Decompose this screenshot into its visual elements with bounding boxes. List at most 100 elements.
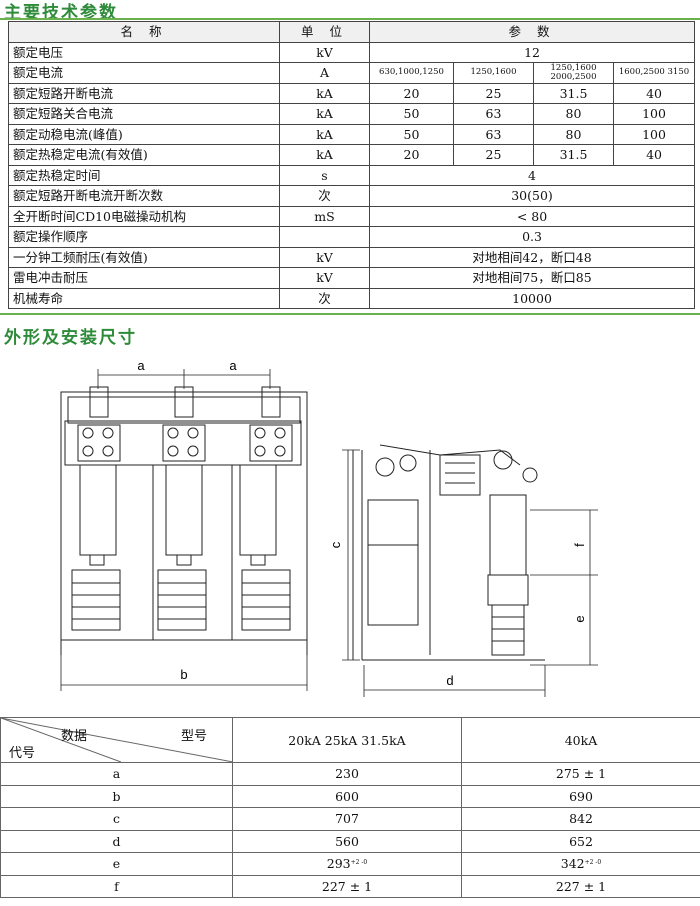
dim-label-d: d xyxy=(446,673,453,688)
row-value: 对地相间42，断口48 xyxy=(368,246,696,268)
row-value: 0.3 xyxy=(368,226,696,248)
side-view-breaker xyxy=(352,444,545,661)
spec-row: 额定操作顺序 0.3 xyxy=(8,226,696,248)
dim-label-b: b xyxy=(180,667,187,682)
dims-section-title: 外形及安装尺寸 xyxy=(4,328,137,348)
dim-label-c: c xyxy=(328,541,343,548)
header-data: 数据 xyxy=(61,729,88,744)
row-name: 额定热稳定时间 xyxy=(8,164,280,186)
dimension-drawing: a a b c d e f xyxy=(60,358,598,697)
row-unit: A xyxy=(279,62,370,84)
row-value: 30(50) xyxy=(368,185,696,207)
dim-label-e: e xyxy=(572,615,587,622)
row-unit: kV xyxy=(279,267,370,289)
row-value: 31.5 xyxy=(533,82,614,104)
row-value: 25 xyxy=(453,82,534,104)
header-col2: 40kA xyxy=(461,717,700,763)
row-unit: mS xyxy=(279,205,370,227)
table-row: b 600 690 xyxy=(0,784,700,808)
row-value: < 80 xyxy=(368,205,696,227)
section-divider xyxy=(0,313,700,315)
row-unit xyxy=(279,226,370,248)
row-value-2: 690 xyxy=(461,784,700,808)
header-name: 名 称 xyxy=(8,21,280,43)
header-unit: 单 位 xyxy=(279,21,370,43)
row-unit: 次 xyxy=(279,287,370,309)
pole-2 xyxy=(157,386,207,631)
row-value-2: 652 xyxy=(461,829,700,853)
row-value: 80 xyxy=(533,123,614,145)
front-view-breaker xyxy=(60,386,308,655)
row-value-2: 342+2 -0 xyxy=(461,852,700,876)
row-code: c xyxy=(0,807,233,831)
row-name: 额定电流 xyxy=(8,62,280,84)
row-value: 63 xyxy=(453,123,534,145)
tolerance: +2 -0 xyxy=(584,859,602,867)
row-unit: kV xyxy=(279,246,370,268)
dim-label-a: a xyxy=(137,358,145,373)
table-row: a 230 275 ± 1 xyxy=(0,762,700,786)
section-divider xyxy=(0,18,700,20)
row-value: 10000 xyxy=(368,287,696,309)
row-value-1: 707 xyxy=(232,807,462,831)
table-row: f 227 ± 1 227 ± 1 xyxy=(0,874,700,898)
row-value: 40 xyxy=(612,82,696,104)
row-unit: kA xyxy=(279,123,370,145)
table-row: c 707 842 xyxy=(0,807,700,831)
row-name: 额定动稳电流(峰值) xyxy=(8,123,280,145)
row-value-1: 227 ± 1 xyxy=(232,874,462,898)
row-name: 额定短路关合电流 xyxy=(8,103,280,125)
spec-row: 额定动稳电流(峰值) kA 50 63 80 100 xyxy=(8,123,696,145)
row-unit: kA xyxy=(279,103,370,125)
row-value-2: 842 xyxy=(461,807,700,831)
row-value: 1250,1600 2000,2500 xyxy=(533,62,614,84)
table-row: e 293+2 -0 342+2 -0 xyxy=(0,852,700,876)
value: 342 xyxy=(560,856,585,872)
row-value: 20 xyxy=(369,144,454,166)
row-unit: 次 xyxy=(279,185,370,207)
pole-3 xyxy=(239,386,293,631)
row-value: 100 xyxy=(612,123,696,145)
row-value: 31.5 xyxy=(533,144,614,166)
row-value: 1250,1600 xyxy=(453,62,534,84)
row-value: 63 xyxy=(453,103,534,125)
spec-row: 全开断时间CD10电磁操动机构 mS < 80 xyxy=(8,205,696,227)
row-value-2: 275 ± 1 xyxy=(461,762,700,786)
row-code: e xyxy=(0,852,233,876)
value: 293 xyxy=(326,856,351,872)
row-name: 额定短路开断电流 xyxy=(8,82,280,104)
diagonal-lines xyxy=(1,718,233,762)
spec-row: 额定短路开断电流开断次数 次 30(50) xyxy=(8,185,696,207)
side-dimension-lines xyxy=(342,449,598,697)
dim-diagonal-header: 数据 型号 代号 xyxy=(0,717,233,763)
dim-header-row: 数据 型号 代号 20kA 25kA 31.5kA 40kA xyxy=(0,717,700,763)
row-value: 50 xyxy=(369,123,454,145)
header-code: 代号 xyxy=(9,746,36,761)
row-name: 额定操作顺序 xyxy=(8,226,280,248)
row-value-1: 293+2 -0 xyxy=(232,852,462,876)
row-value: 80 xyxy=(533,103,614,125)
row-code: d xyxy=(0,829,233,853)
row-name: 全开断时间CD10电磁操动机构 xyxy=(8,205,280,227)
row-value: 630,1000,1250 xyxy=(369,62,454,84)
spec-table: 名 称 单 位 参 数 额定电压 kV 12 额定电流 A 630,1000,1… xyxy=(8,21,696,309)
row-name: 额定电压 xyxy=(8,41,280,63)
row-unit: kA xyxy=(279,82,370,104)
row-code: f xyxy=(0,874,233,898)
row-value-1: 560 xyxy=(232,829,462,853)
row-unit: kV xyxy=(279,41,370,63)
row-value: 25 xyxy=(453,144,534,166)
row-name: 额定热稳定电流(有效值) xyxy=(8,144,280,166)
row-name: 雷电冲击耐压 xyxy=(8,267,280,289)
row-unit: kA xyxy=(279,144,370,166)
spec-row: 额定电流 A 630,1000,1250 1250,1600 1250,1600… xyxy=(8,62,696,84)
dimension-table: 数据 型号 代号 20kA 25kA 31.5kA 40kA a 230 275… xyxy=(0,717,700,898)
front-dimension-lines xyxy=(60,369,308,691)
spec-row: 额定短路关合电流 kA 50 63 80 100 xyxy=(8,103,696,125)
row-name: 机械寿命 xyxy=(8,287,280,309)
row-unit: s xyxy=(279,164,370,186)
row-value: 50 xyxy=(369,103,454,125)
row-code: a xyxy=(0,762,233,786)
spec-row: 额定热稳定电流(有效值) kA 20 25 31.5 40 xyxy=(8,144,696,166)
spec-row: 额定电压 kV 12 xyxy=(8,41,696,63)
